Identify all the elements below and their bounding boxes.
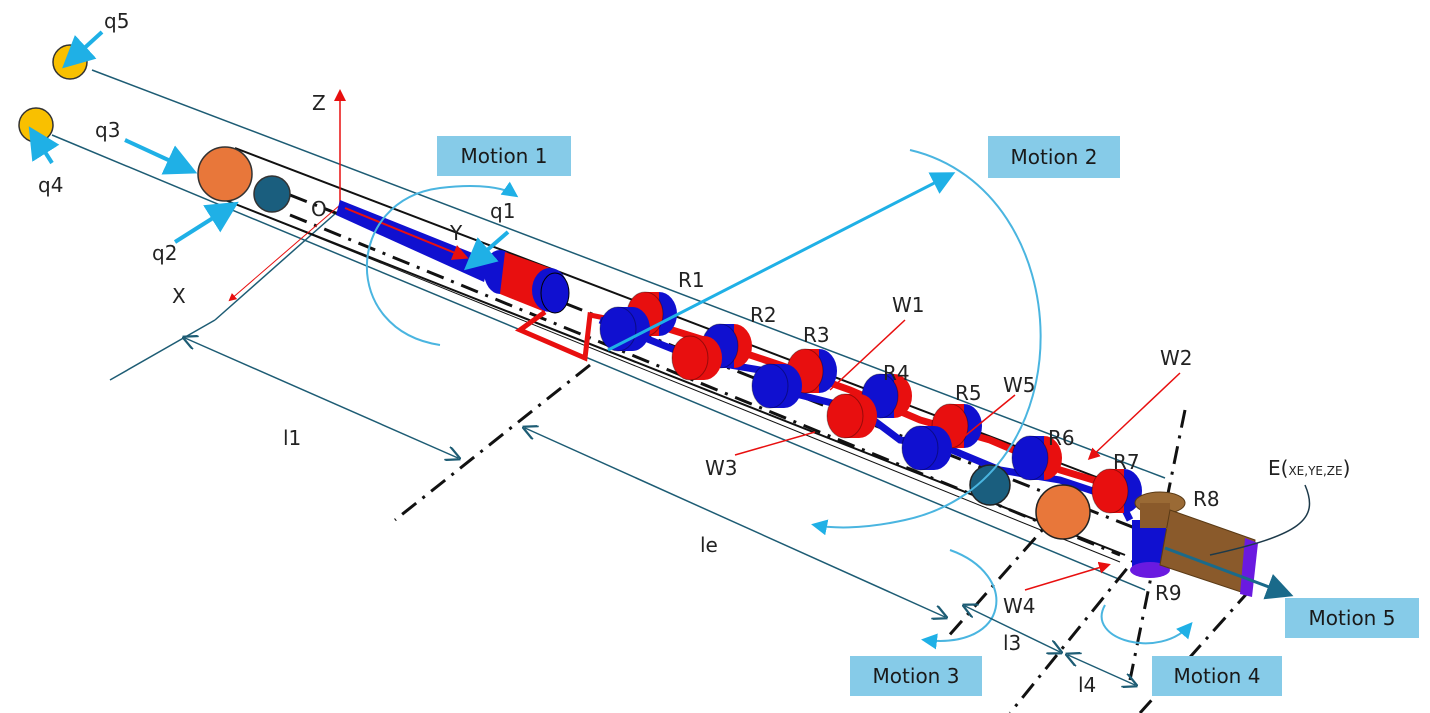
l3-label: l3 [1003, 631, 1021, 655]
q3-roller [197, 146, 253, 202]
q2-end-roller [969, 464, 1011, 506]
pointer-arrows [28, 30, 956, 352]
r5-label: R5 [955, 381, 982, 405]
roller-cylinder [1091, 468, 1129, 514]
r2-label: R2 [750, 303, 777, 327]
r7-label: R7 [1113, 450, 1140, 474]
svg-text:Motion 3: Motion 3 [873, 664, 960, 688]
motion-3-label: Motion 3 [850, 656, 982, 696]
r3-label: R3 [803, 323, 830, 347]
q3-end-roller [1035, 484, 1091, 540]
w3-label: W3 [705, 456, 738, 480]
z-axis-label: Z [312, 91, 326, 115]
dimension-lines [185, 338, 1135, 685]
le-dimension [525, 428, 945, 617]
end-effector-label: E(XE,YE,ZE) [1268, 456, 1350, 480]
x-axis-label: X [172, 284, 186, 308]
w2-label: W2 [1160, 346, 1193, 370]
r4-label: R4 [883, 361, 910, 385]
l1-dimension [185, 338, 458, 458]
motion-4-arc [1101, 604, 1193, 645]
end-effector-leader [1209, 484, 1311, 556]
end-effector [1130, 484, 1311, 600]
bracket [514, 309, 606, 362]
svg-text:Motion 4: Motion 4 [1174, 664, 1261, 688]
w1-label: W1 [892, 293, 925, 317]
l4-label: l4 [1078, 673, 1096, 697]
motion-1-arc [365, 181, 519, 346]
roller-cylinder [671, 335, 709, 381]
roller-cylinder [901, 425, 939, 471]
r1-label: R1 [678, 268, 705, 292]
r8-label: R8 [1193, 487, 1220, 511]
le-label: le [700, 533, 718, 557]
w4-label: W4 [1003, 594, 1036, 618]
q2-label: q2 [152, 241, 177, 265]
motion-5-axis [1164, 546, 1294, 600]
centerlines [289, 193, 1252, 713]
motion-5-label: Motion 5 [1285, 598, 1419, 638]
w5-label: W5 [1003, 373, 1036, 397]
roller-cylinder [1011, 435, 1049, 481]
y-axis-label: Y [449, 221, 463, 245]
svg-text:Motion 1: Motion 1 [461, 144, 548, 168]
q2-roller [253, 175, 291, 213]
r9-label: R9 [1155, 581, 1182, 605]
q1-label: q1 [490, 199, 515, 223]
roller-cylinder [751, 363, 789, 409]
y-axis [344, 207, 469, 260]
q5-label: q5 [104, 9, 129, 33]
labels: q5 q4 q3 q2 q1 O Z Y X R1 R2 R3 R4 R5 R6… [38, 9, 1350, 697]
l4-dimension [1068, 655, 1135, 685]
l1-label: l1 [283, 426, 301, 450]
q4-label: q4 [38, 173, 63, 197]
r6-label: R6 [1048, 426, 1075, 450]
x-axis [228, 204, 341, 302]
coordinate-axes [228, 89, 346, 302]
motion-2-label: Motion 2 [988, 136, 1120, 178]
motion-4-label: Motion 4 [1152, 656, 1282, 696]
svg-text:Motion 2: Motion 2 [1011, 145, 1098, 169]
q3-label: q3 [95, 118, 120, 142]
origin-label: O [311, 197, 327, 221]
motion-1-label: Motion 1 [437, 136, 571, 176]
roller-cylinder [826, 393, 864, 439]
l3-dimension [965, 606, 1060, 652]
svg-text:Motion 5: Motion 5 [1309, 606, 1396, 630]
